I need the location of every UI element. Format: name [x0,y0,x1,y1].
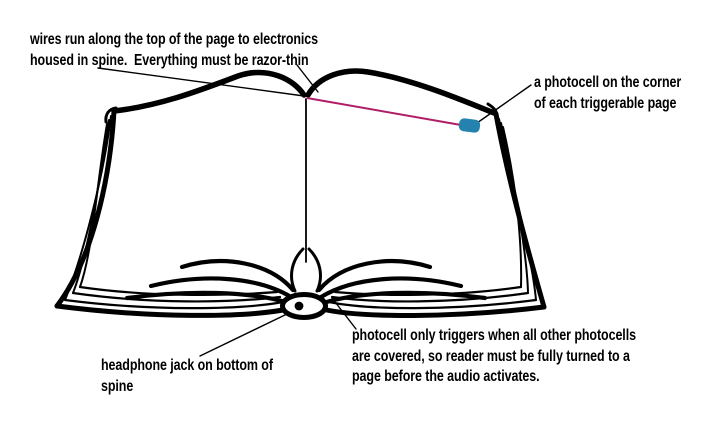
left-bottom-edge [54,303,291,318]
photocell-marker [458,118,481,133]
annotation-trigger-line3: page before the audio activates. [352,368,540,385]
left-page-top-edge [111,69,307,114]
annotation-photocell-line2: of each triggerable page [534,94,677,112]
annotation-headphone-jack: headphone jack on bottom of spine [101,356,273,397]
annotation-wires-line2: housed in spine. Everything must be razo… [30,51,309,69]
annotation-photocell: a photocell on the corner of each trigge… [534,73,681,114]
annotation-trigger-logic: photocell only triggers when all other p… [352,326,636,388]
leader-trigger-logic [331,297,357,330]
leader-wires-to-spine-top [97,67,305,97]
leader-lines [97,64,532,357]
annotation-headphone-line1: headphone jack on bottom of [101,357,273,374]
annotation-headphone-line2: spine [101,377,134,395]
annotation-photocell-line1: a photocell on the corner [534,74,682,91]
annotation-trigger-line1: photocell only triggers when all other p… [352,327,636,344]
center-fan-inner [290,247,322,293]
right-page-stack-edges [498,118,537,301]
left-page-stack-edges [64,115,112,301]
leader-wires-to-page-top [296,64,319,93]
leader-headphone-jack [199,313,288,357]
wire-line [306,97,462,126]
annotation-wires-line1: wires run along the top of the page to e… [30,31,319,48]
leader-photocell [476,84,532,124]
left-corner-curl [104,106,118,124]
left-bottom-page-lines [63,285,285,310]
headphone-jack-hole [294,301,304,311]
annotation-trigger-line2: are covered, so reader must be fully tur… [352,347,630,365]
right-page-top-edge [305,68,497,116]
right-fan-pages [316,259,488,306]
spine-bottom-oval [280,292,328,320]
right-bottom-edge [319,304,547,319]
left-fan-pages [124,259,296,306]
book-line-art [54,64,547,357]
annotation-wires: wires run along the top of the page to e… [30,30,318,71]
